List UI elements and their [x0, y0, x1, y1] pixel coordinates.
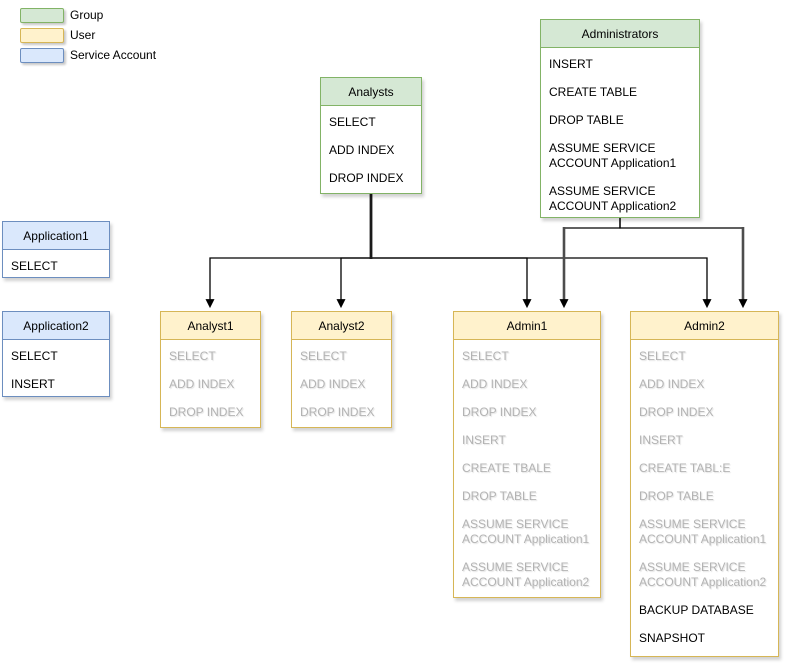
permission-item: INSERT — [549, 57, 593, 71]
permission-item-inherited: INSERT — [639, 433, 683, 447]
permission-list: SELECT INSERT — [3, 340, 109, 392]
permission-list: SELECT ADD INDEX DROP INDEX — [321, 106, 421, 186]
node-title: Analyst2 — [292, 312, 391, 340]
node-user-admin2: Admin2 SELECT ADD INDEX DROP INDEX INSER… — [630, 311, 779, 657]
permission-item-inherited: ASSUME SERVICE ACCOUNT Application1 — [639, 517, 767, 546]
node-title: Administrators — [541, 20, 699, 48]
permission-item-inherited: ADD INDEX — [169, 377, 235, 391]
permission-item-inherited: ASSUME SERVICE ACCOUNT Application1 — [462, 517, 590, 546]
node-user-analyst1: Analyst1 SELECT ADD INDEX DROP INDEX — [160, 311, 261, 428]
node-service-application2: Application2 SELECT INSERT — [2, 311, 110, 397]
permission-item: DROP TABLE — [549, 113, 624, 127]
permission-item-own: SNAPSHOT — [639, 631, 706, 645]
permission-item-inherited: SELECT — [300, 349, 347, 363]
permission-item-inherited: ADD INDEX — [300, 377, 366, 391]
permission-item-inherited: ASSUME SERVICE ACCOUNT Application2 — [639, 560, 767, 589]
node-title: Analyst1 — [161, 312, 260, 340]
permission-item-inherited: SELECT — [169, 349, 216, 363]
legend-label-service-account: Service Account — [70, 48, 157, 62]
legend-swatch-service-account — [20, 48, 64, 63]
legend-swatch-user — [20, 28, 64, 43]
permission-item: ADD INDEX — [329, 143, 395, 157]
permission-item: SELECT — [329, 115, 376, 129]
edge-analysts-analyst2 — [336, 194, 372, 309]
permission-item: ASSUME SERVICE ACCOUNT Application1 — [549, 141, 677, 170]
permission-list: SELECT ADD INDEX DROP INDEX INSERT CREAT… — [631, 340, 778, 646]
permission-list: SELECT ADD INDEX DROP INDEX — [161, 340, 260, 420]
permission-item: ASSUME SERVICE ACCOUNT Application2 — [549, 184, 677, 213]
permission-item-inherited: SELECT — [462, 349, 509, 363]
node-user-admin1: Admin1 SELECT ADD INDEX DROP INDEX INSER… — [453, 311, 601, 598]
permission-item: SELECT — [11, 259, 58, 273]
node-title: Application2 — [3, 312, 109, 340]
permission-item-inherited: DROP INDEX — [300, 405, 375, 419]
node-service-application1: Application1 SELECT — [2, 221, 110, 278]
permission-item-inherited: DROP INDEX — [169, 405, 244, 419]
permission-list: SELECT ADD INDEX DROP INDEX INSERT CREAT… — [454, 340, 600, 590]
permission-item: DROP INDEX — [329, 171, 404, 185]
legend-label-group: Group — [70, 8, 104, 22]
legend-label-user: User — [70, 28, 96, 42]
permission-item-own: BACKUP DATABASE — [639, 603, 754, 617]
permission-item-inherited: DROP TABLE — [462, 489, 537, 503]
legend-swatch-group — [20, 8, 64, 23]
permission-list: SELECT ADD INDEX DROP INDEX — [292, 340, 391, 420]
node-user-analyst2: Analyst2 SELECT ADD INDEX DROP INDEX — [291, 311, 392, 428]
node-group-analysts: Analysts SELECT ADD INDEX DROP INDEX — [320, 77, 422, 194]
permission-item-inherited: DROP INDEX — [462, 405, 537, 419]
node-title: Admin2 — [631, 312, 778, 340]
permission-item-inherited: CREATE TABL:E — [639, 461, 731, 475]
permission-item-inherited: ASSUME SERVICE ACCOUNT Application2 — [462, 560, 590, 589]
node-title: Analysts — [321, 78, 421, 106]
permission-item-inherited: CREATE TBALE — [462, 461, 551, 475]
node-title: Admin1 — [454, 312, 600, 340]
permission-item-inherited: SELECT — [639, 349, 686, 363]
permission-item: SELECT — [11, 349, 58, 363]
permission-item-inherited: DROP TABLE — [639, 489, 714, 503]
permission-list: INSERT CREATE TABLE DROP TABLE ASSUME SE… — [541, 48, 699, 214]
permission-item-inherited: DROP INDEX — [639, 405, 714, 419]
edge-administrators-branch-right — [619, 218, 743, 229]
permission-item-inherited: ADD INDEX — [462, 377, 528, 391]
edge-analysts-admin1 — [370, 194, 532, 309]
edge-administrators-branch-left — [564, 218, 621, 229]
node-group-administrators: Administrators INSERT CREATE TABLE DROP … — [540, 19, 700, 218]
permission-item: CREATE TABLE — [549, 85, 638, 99]
permission-item-inherited: ADD INDEX — [639, 377, 705, 391]
permission-item: INSERT — [11, 377, 55, 391]
permission-item-inherited: INSERT — [462, 433, 506, 447]
permission-list: SELECT — [3, 250, 109, 274]
edge-analysts-analyst1 — [205, 194, 372, 309]
node-title: Application1 — [3, 222, 109, 250]
